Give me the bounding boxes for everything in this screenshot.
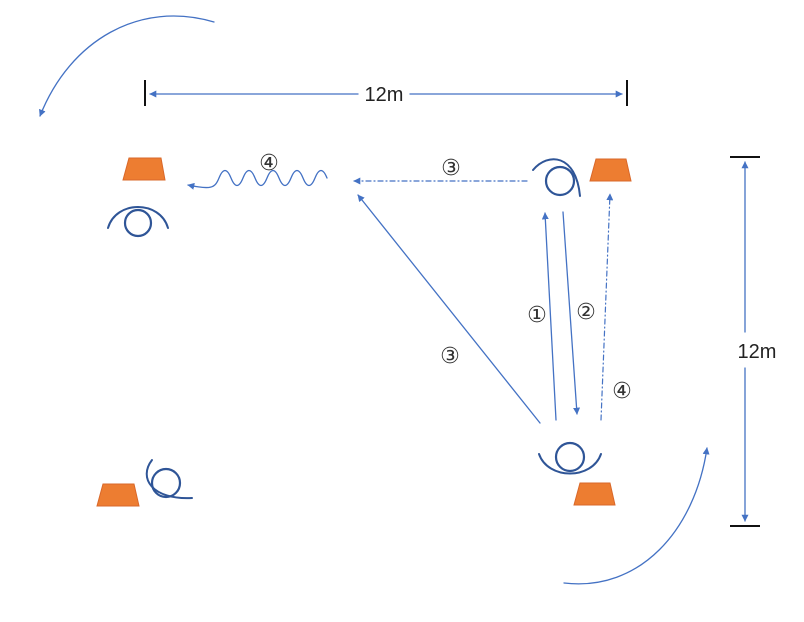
player-top-right — [532, 158, 581, 197]
player-head — [150, 467, 182, 499]
step-label-dotted-run: ④ — [612, 379, 632, 404]
width-label: 12m — [365, 84, 404, 106]
player-head — [544, 165, 576, 197]
player-head — [123, 208, 153, 238]
dotted-run-line — [600, 193, 614, 421]
height-dimension: 12m — [730, 156, 777, 527]
player-bottom-right — [538, 441, 602, 475]
rotation-arrow-top-left — [39, 15, 215, 117]
cone-top-left — [122, 157, 166, 181]
step-label-pass-top: ③ — [441, 156, 461, 181]
player-head — [554, 441, 586, 473]
step-label-diagonal: ③ — [440, 344, 460, 369]
cone-bottom-left — [96, 483, 140, 507]
player-shoulders — [107, 206, 169, 229]
width-dimension: 12m — [144, 80, 628, 106]
height-label: 12m — [738, 341, 777, 363]
player-shoulders — [538, 453, 602, 475]
player-bottom-left — [145, 459, 193, 500]
rotation-arrow-bottom-right — [563, 447, 710, 585]
step-label-run-up: ① — [527, 303, 547, 328]
cone-top-right — [589, 158, 632, 182]
dribble-wave-line — [187, 169, 328, 190]
step-label-run-down: ② — [576, 300, 596, 325]
step-label-wave: ④ — [259, 151, 279, 176]
run-down-line — [562, 211, 581, 415]
cone-bottom-right — [573, 482, 616, 506]
diagonal-pass-line — [357, 194, 541, 424]
run-up-line — [541, 212, 557, 421]
player-top-left — [107, 206, 169, 238]
player-shoulders — [532, 158, 581, 197]
player-shoulders — [145, 459, 193, 500]
